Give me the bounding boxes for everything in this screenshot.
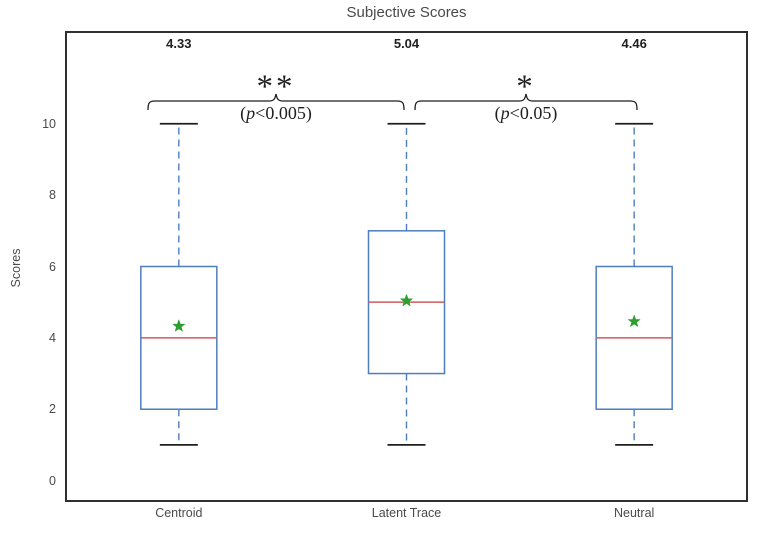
boxplot-neutral: 4.46 <box>595 36 673 446</box>
p-value-label: (p<0.005) <box>240 103 312 124</box>
bracket-brace <box>414 93 638 111</box>
mean-marker-centroid <box>172 319 185 332</box>
y-tick-label-2: 2 <box>49 402 56 417</box>
mean-value-label-latent-trace: 5.04 <box>394 36 420 51</box>
x-tick-label-centroid: Centroid <box>155 506 203 520</box>
mean-value-label-neutral: 4.46 <box>622 36 647 51</box>
x-tick-label-neutral: Neutral <box>614 506 655 520</box>
y-tick-label-6: 6 <box>49 259 56 274</box>
y-tick-label-10: 10 <box>42 116 56 131</box>
chart-title: Subjective Scores <box>346 4 467 21</box>
bracket-brace <box>147 93 405 111</box>
boxplot-latent-trace: 5.04 <box>367 36 446 446</box>
y-tick-label-8: 8 <box>49 188 56 203</box>
y-tick-label-4: 4 <box>49 330 56 345</box>
x-tick-label-latent-trace: Latent Trace <box>371 506 442 520</box>
y-tick-label-0: 0 <box>49 473 56 488</box>
mean-value-label-centroid: 4.33 <box>166 36 191 51</box>
significance-stars: * <box>516 69 536 105</box>
mean-marker-neutral <box>628 315 641 327</box>
significance-stars: ** <box>257 69 296 105</box>
boxplot-centroid: 4.33 <box>140 36 218 446</box>
p-value-label: (p<0.05) <box>495 103 558 124</box>
significance-annotation-2: *(p<0.05) <box>414 69 638 124</box>
significance-annotation-1: **(p<0.005) <box>147 69 405 124</box>
mean-marker-latent-trace <box>400 294 413 307</box>
